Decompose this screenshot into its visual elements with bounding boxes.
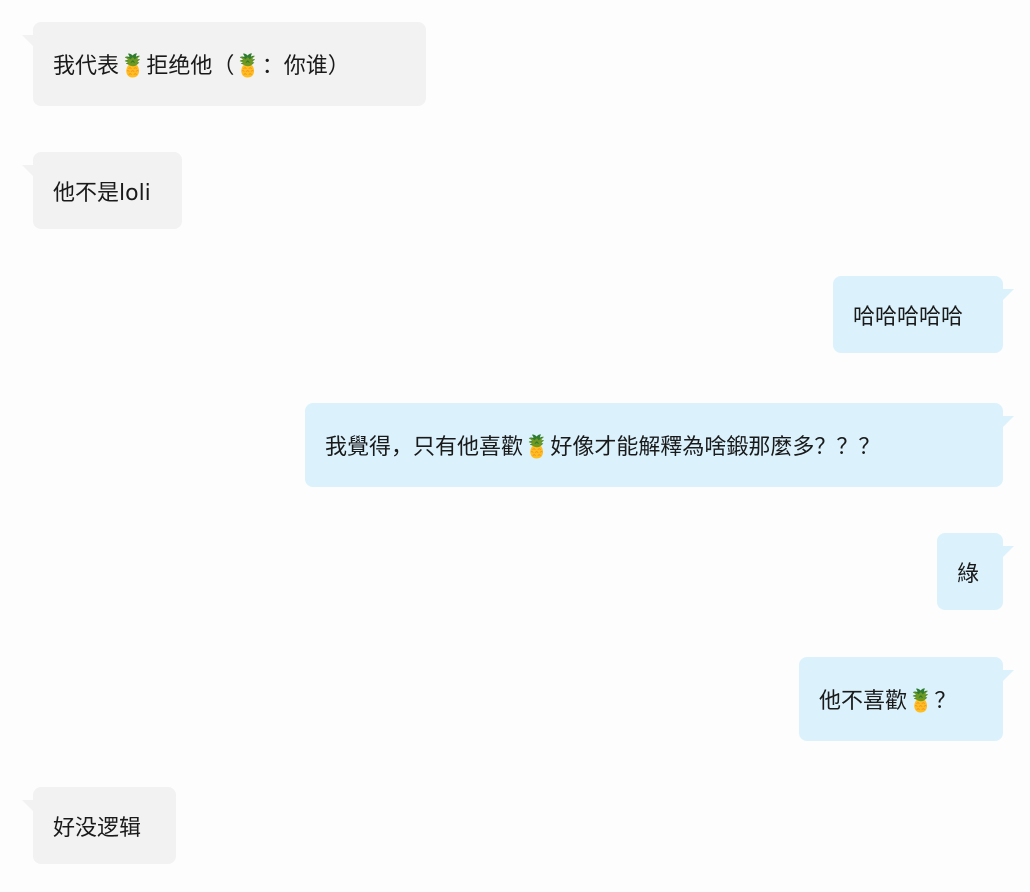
message-text: 我覺得，只有他喜歡🍍好像才能解釋為啥鍛那麼多？？？	[325, 435, 881, 460]
message-bubble-outgoing[interactable]: 綠	[937, 533, 1014, 610]
bubble-tail	[22, 35, 36, 49]
message-text: 綠	[957, 561, 980, 587]
message-text: 好没逻辑	[53, 815, 142, 841]
bubble-tail	[1000, 289, 1014, 303]
bubble-tail	[1000, 416, 1014, 430]
message-bubble-outgoing[interactable]: 他不喜歡🍍？	[799, 657, 1014, 741]
bubble-tail	[1000, 670, 1014, 684]
message-bubble-incoming[interactable]: 他不是loli	[22, 152, 182, 229]
message-text: 哈哈哈哈哈	[853, 304, 964, 330]
message-bubble-incoming[interactable]: 我代表🍍拒绝他（🍍：你谁）	[22, 22, 426, 106]
message-bubble-outgoing[interactable]: 哈哈哈哈哈	[833, 276, 1014, 353]
message-text: 我代表🍍拒绝他（🍍：你谁）	[53, 54, 350, 79]
message-bubble-incoming[interactable]: 好没逻辑	[22, 787, 176, 864]
message-bubble-outgoing[interactable]: 我覺得，只有他喜歡🍍好像才能解釋為啥鍛那麼多？？？	[305, 403, 1014, 487]
bubble-tail	[1000, 546, 1014, 560]
message-text: 他不喜歡🍍？	[819, 689, 957, 714]
bubble-tail	[22, 165, 36, 179]
bubble-tail	[22, 800, 36, 814]
message-text: 他不是loli	[53, 180, 151, 206]
